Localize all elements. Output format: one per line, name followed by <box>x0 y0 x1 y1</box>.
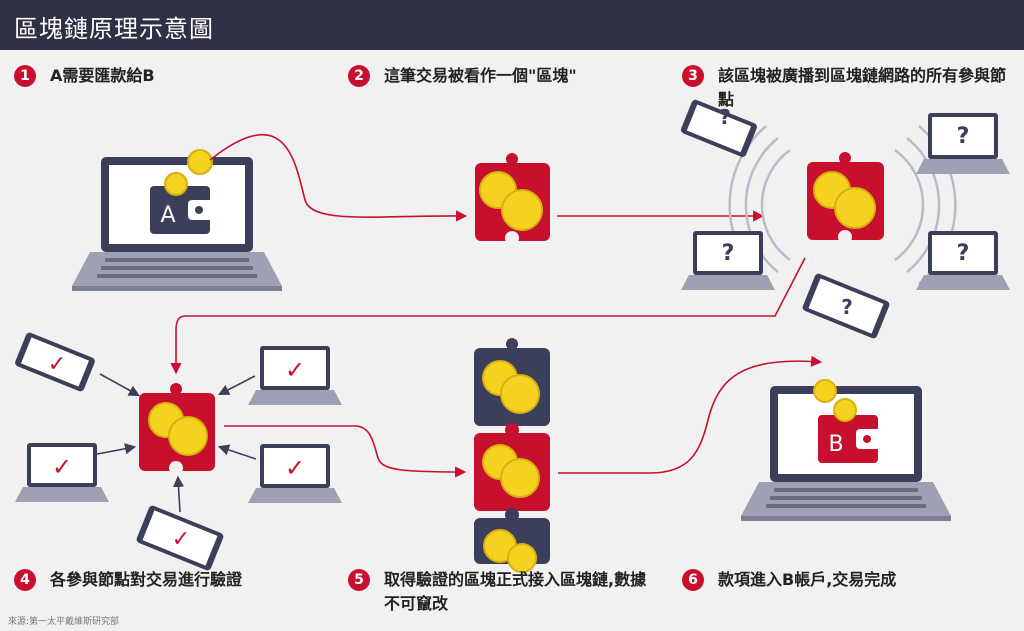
wallet-a-label: A <box>160 203 175 228</box>
verify-arrows <box>91 373 257 513</box>
step-6: 6 款項進入B帳戶,交易完成 <box>682 568 1002 592</box>
step-number-badge: 2 <box>348 65 370 87</box>
laptop-verified-icon: ✓ <box>248 346 342 405</box>
coin-icon <box>164 172 188 196</box>
step-2: 2 這筆交易被看作一個"區塊" <box>348 64 648 88</box>
step-5: 5 取得驗證的區塊正式接入區塊鏈,數據不可竄改 <box>348 568 658 616</box>
step-text: 各參與節點對交易進行驗證 <box>50 570 243 589</box>
coin-icon <box>833 398 857 422</box>
laptop-verified-icon: ✓ <box>15 443 109 502</box>
arrow-send <box>209 134 468 222</box>
step-text: 該區塊被廣播到區塊鏈網路的所有參與節點 <box>718 66 1007 109</box>
page-title: 區塊鏈原理示意圖 <box>14 15 214 43</box>
step-1: 1 A需要匯款給B <box>14 64 314 88</box>
step-text: 取得驗證的區塊正式接入區塊鏈,數據不可竄改 <box>384 570 647 613</box>
header-bar: 區塊鏈原理示意圖 <box>0 0 1024 50</box>
laptop-a-icon: A <box>72 149 282 291</box>
arrow-to-chain <box>224 425 467 478</box>
tablet-verified-icon: ✓ <box>15 332 95 392</box>
step-4: 4 各參與節點對交易進行驗證 <box>14 568 334 592</box>
laptop-b-icon: B <box>741 379 951 521</box>
svg-text:✓: ✓ <box>285 356 305 384</box>
verify-block-icon <box>139 383 215 475</box>
svg-text:?: ? <box>957 124 970 149</box>
svg-text:?: ? <box>841 295 853 319</box>
keyboard <box>97 258 257 278</box>
tablet-unknown-icon: ? <box>802 273 890 339</box>
step-text: 款項進入B帳戶,交易完成 <box>718 570 897 589</box>
step-text: 這筆交易被看作一個"區塊" <box>384 66 577 85</box>
step-3: 3 該區塊被廣播到區塊鏈網路的所有參與節點 <box>682 64 1018 112</box>
block-icon <box>475 153 550 245</box>
blockchain-icon <box>474 338 550 573</box>
coin-icon <box>813 379 837 403</box>
svg-text:✓: ✓ <box>172 527 190 552</box>
svg-text:✓: ✓ <box>52 453 72 481</box>
tablet-unknown-icon: ? <box>680 99 757 157</box>
tablet-verified-icon: ✓ <box>136 505 224 571</box>
broadcast-block-icon <box>807 152 884 244</box>
wallet-a-icon <box>150 186 210 234</box>
step-number-badge: 3 <box>682 65 704 87</box>
svg-text:?: ? <box>957 241 970 266</box>
source-note: 來源:第一太平戴維斯研究部 <box>8 617 120 627</box>
svg-text:✓: ✓ <box>48 352 66 377</box>
step-number-badge: 5 <box>348 569 370 591</box>
laptop-unknown-icon: ? <box>681 231 775 290</box>
step-number-badge: 4 <box>14 569 36 591</box>
wallet-b-icon <box>818 415 878 463</box>
arrow-to-b <box>558 355 823 474</box>
step-text: A需要匯款給B <box>50 66 155 85</box>
wallet-b-label: B <box>828 432 843 457</box>
arrow-to-verify <box>170 257 806 375</box>
blockchain-diagram: A ? ? <box>15 99 1010 573</box>
keyboard <box>766 488 926 508</box>
svg-text:?: ? <box>722 241 735 266</box>
laptop-unknown-icon: ? <box>916 231 1010 290</box>
laptop-verified-icon: ✓ <box>248 444 342 503</box>
step-number-badge: 1 <box>14 65 36 87</box>
step-number-badge: 6 <box>682 569 704 591</box>
svg-text:✓: ✓ <box>285 454 305 482</box>
svg-text:?: ? <box>719 105 731 129</box>
laptop-unknown-icon: ? <box>916 113 1010 174</box>
coin-icon <box>187 149 213 175</box>
